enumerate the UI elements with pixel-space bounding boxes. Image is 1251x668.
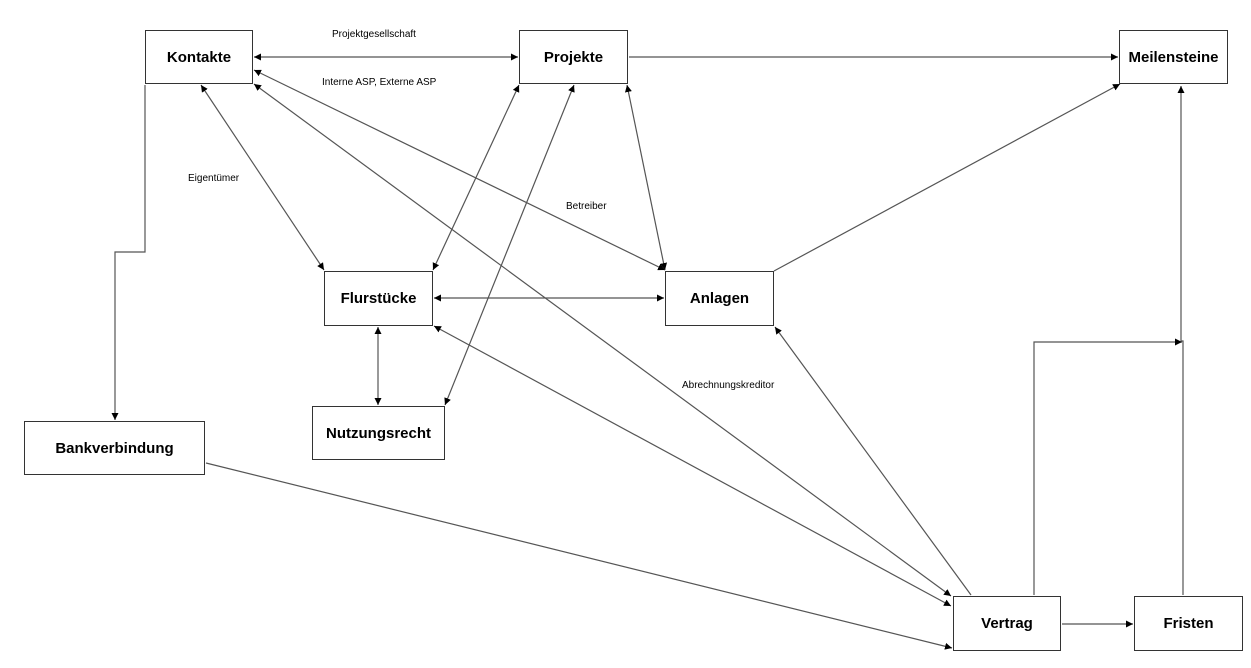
node-bankverbindung[interactable]: Bankverbindung — [24, 421, 205, 475]
node-anlagen[interactable]: Anlagen — [665, 271, 774, 326]
edge-label-projektgesellschaft: Projektgesellschaft — [332, 29, 416, 41]
node-nutzungsrecht[interactable]: Nutzungsrecht — [312, 406, 445, 460]
node-kontakte[interactable]: Kontakte — [145, 30, 253, 84]
edge-label-interne-externe-asp: Interne ASP, Externe ASP — [322, 77, 437, 89]
edge-flurstuecke-vertrag[interactable] — [433, 325, 952, 607]
edge-label-betreiber: Betreiber — [566, 201, 607, 213]
edge-projekte-nutzungsrecht[interactable] — [444, 84, 575, 406]
edge-fristen-meilensteine[interactable] — [1177, 86, 1185, 595]
edge-bankverbindung-vertrag[interactable] — [205, 462, 953, 650]
edge-projekte-anlagen[interactable] — [624, 84, 668, 271]
edge-kontakte-bankverbindung[interactable] — [111, 85, 146, 420]
edge-label-eigentuemer: Eigentümer — [188, 173, 240, 185]
node-flurstuecke[interactable]: Flurstücke — [324, 271, 433, 326]
node-meilensteine[interactable]: Meilensteine — [1119, 30, 1228, 84]
edge-kontakte-anlagen[interactable] — [253, 69, 666, 271]
edge-vertrag-meilensteine[interactable] — [1033, 338, 1182, 595]
edge-label-abrechnungskreditor: Abrechnungskreditor — [682, 380, 775, 392]
node-fristen[interactable]: Fristen — [1134, 596, 1243, 651]
edge-vertrag-anlagen[interactable] — [774, 326, 972, 596]
node-vertrag[interactable]: Vertrag — [953, 596, 1061, 651]
edge-anlagen-meilensteine[interactable] — [773, 83, 1121, 272]
edge-kontakte-vertrag[interactable] — [253, 83, 952, 597]
node-projekte[interactable]: Projekte — [519, 30, 628, 84]
edge-projekte-flurstuecke[interactable] — [432, 84, 520, 271]
